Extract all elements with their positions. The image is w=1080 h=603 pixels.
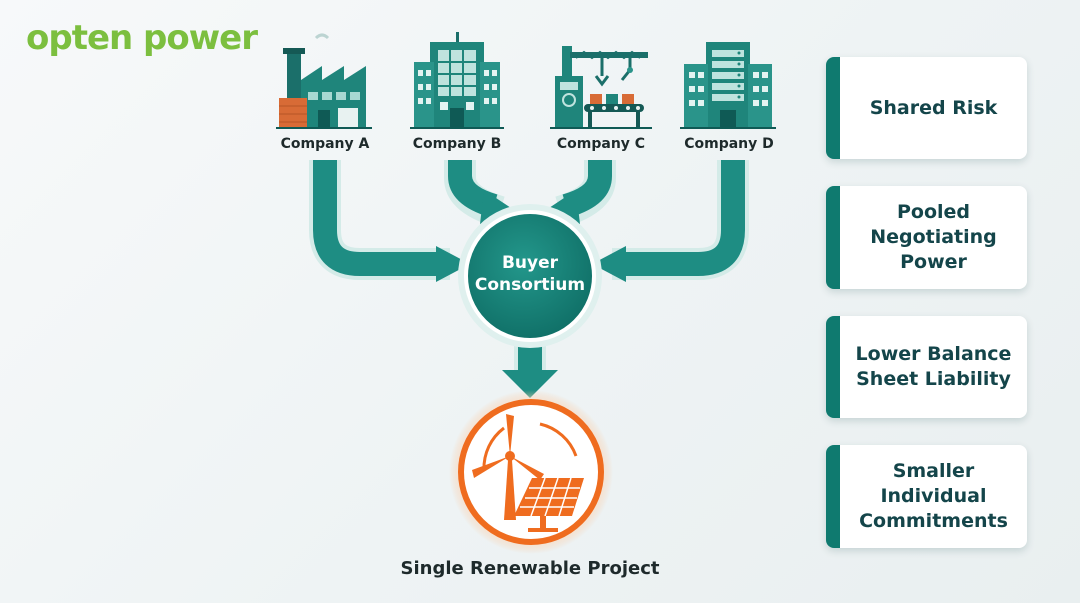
- flow-arrows: [309, 160, 749, 398]
- arrow-head-company-d: [592, 246, 626, 282]
- brand-logo-text: opten power: [26, 18, 258, 58]
- data-center-icon: [680, 42, 776, 129]
- company-c-label: Company C: [556, 136, 646, 152]
- wind-turbine-solar-panel-icon: [449, 390, 613, 554]
- arrow-head-project: [502, 370, 558, 398]
- benefit-card-smaller-individual-commitments: Smaller Individual Commitments: [826, 445, 1027, 548]
- benefit-card-shared-risk: Shared Risk: [826, 57, 1027, 159]
- company-b-label: Company B: [412, 136, 502, 152]
- factory-icon: [276, 33, 372, 129]
- buyer-consortium-hub: [458, 204, 602, 348]
- arrow-company-d: [622, 160, 745, 276]
- benefit-card-lower-balance-sheet-liability: Lower Balance Sheet Liability: [826, 316, 1027, 418]
- assembly-line-icon: [550, 46, 652, 129]
- benefit-card-pooled-negotiating-power: Pooled Negotiating Power: [826, 186, 1027, 289]
- arrow-head-company-a: [436, 246, 470, 282]
- benefit-label: Pooled Negotiating Power: [870, 201, 997, 273]
- arrow-company-a: [313, 160, 440, 276]
- benefit-label: Smaller Individual Commitments: [859, 460, 1008, 532]
- benefit-label: Lower Balance Sheet Liability: [855, 343, 1012, 390]
- brand-logo: opten power: [26, 18, 258, 58]
- office-building-icon: [410, 32, 504, 129]
- company-a-label: Company A: [280, 136, 370, 152]
- company-d-label: Company D: [684, 136, 774, 152]
- hub-label: Buyer Consortium: [474, 253, 586, 295]
- project-label: Single Renewable Project: [400, 558, 660, 579]
- benefit-label: Shared Risk: [869, 96, 998, 119]
